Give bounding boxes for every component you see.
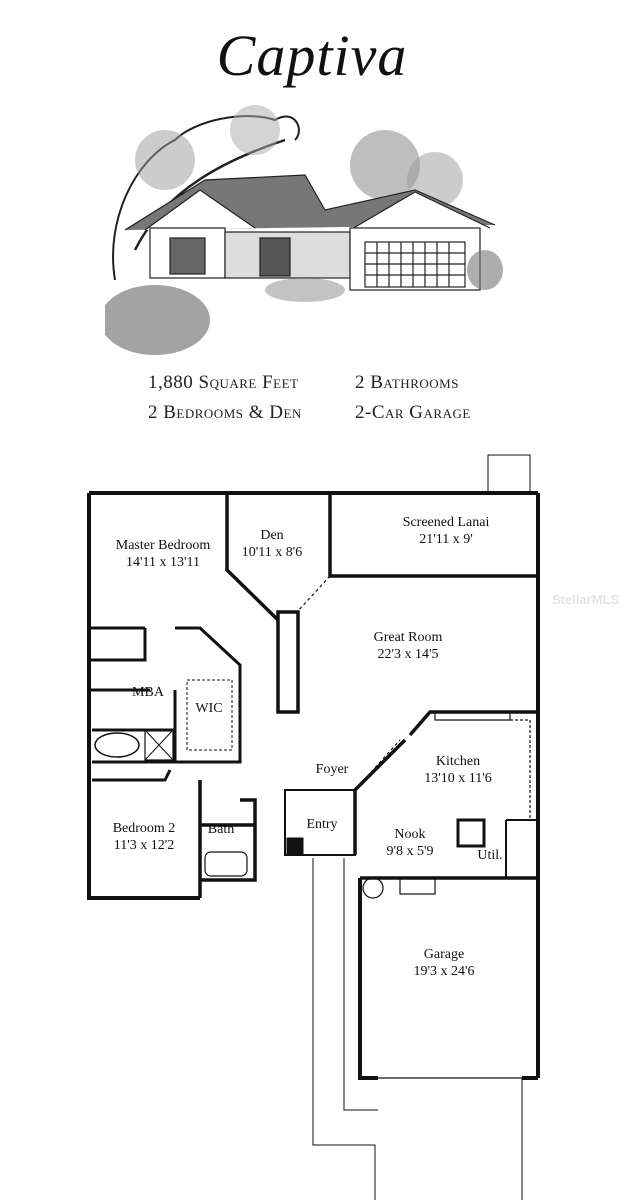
room-entry: Entry — [306, 817, 338, 832]
spec-garage: 2-Car Garage — [355, 402, 471, 423]
spec-square-feet: 1,880 Square Feet — [148, 372, 299, 393]
watermark: StellarMLS — [552, 592, 620, 607]
room-master-bath: MBA — [132, 685, 164, 700]
spec-bathrooms: 2 Bathrooms — [355, 372, 459, 393]
plan-title: Captiva — [216, 23, 408, 88]
room-utility: Util. — [477, 848, 503, 863]
spec-bedrooms: 2 Bedrooms & Den — [148, 402, 302, 423]
room-walk-in-closet: WIC — [195, 701, 223, 716]
room-foyer: Foyer — [315, 762, 349, 777]
room-bath: Bath — [207, 822, 235, 837]
house-elevation-sketch — [105, 105, 503, 355]
